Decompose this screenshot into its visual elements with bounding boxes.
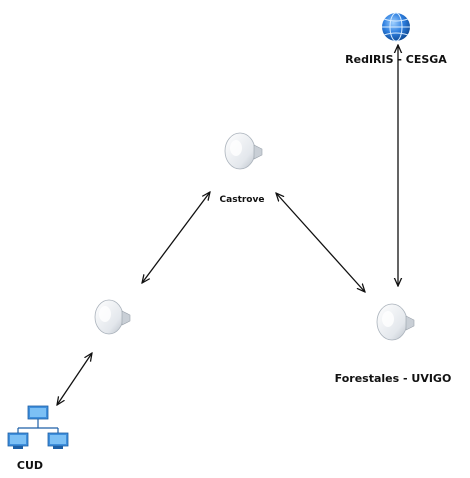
node-label-castrove: Castrove [220, 195, 265, 205]
wireless-antenna-icon [376, 303, 415, 341]
link-relay-cud [57, 353, 92, 405]
link-castrove-relay [142, 192, 210, 283]
node-castrove: Castrove [220, 132, 265, 205]
node-forestales: Forestales - UVIGO [335, 303, 452, 385]
node-label-cud: CUD [17, 459, 43, 472]
wireless-antenna-icon [224, 132, 263, 170]
link-castrove-forestales [276, 193, 365, 292]
node-label-redirs: RedIRIS - CESGA [345, 53, 447, 66]
node-label-forestales: Forestales - UVIGO [335, 372, 452, 385]
network-computers-icon [7, 405, 69, 449]
node-relay [94, 299, 131, 335]
node-redirs: RedIRIS - CESGA [345, 12, 447, 66]
globe-icon [382, 12, 410, 42]
links [57, 45, 398, 405]
wireless-antenna-icon [94, 299, 131, 335]
node-cud: CUD [7, 405, 69, 472]
